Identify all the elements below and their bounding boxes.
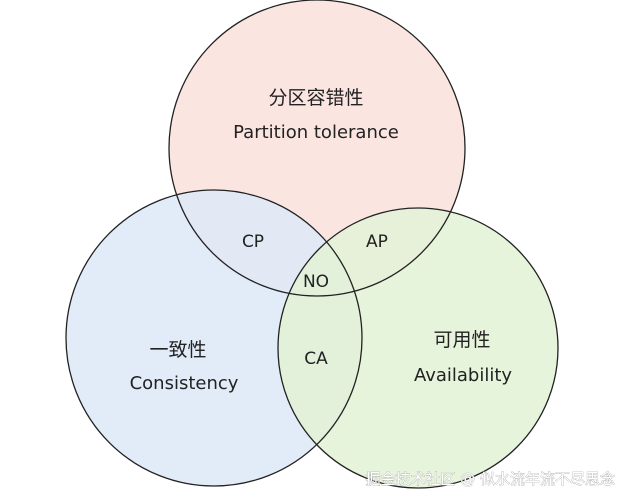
intersection-center-label: NO	[303, 272, 329, 292]
circle-availability-outline	[277, 207, 559, 489]
partition-label-zh: 分区容错性	[268, 87, 363, 109]
availability-label-en: Availability	[414, 365, 512, 386]
circle-consistency	[66, 190, 362, 486]
watermark-text: 掘金技术社区 @ 似水流年流不尽思念	[365, 470, 615, 488]
circle-availability	[278, 208, 558, 488]
consistency-label-zh: 一致性	[149, 339, 206, 361]
consistency-label-en: Consistency	[130, 373, 239, 394]
circle-consistency-outline	[65, 189, 363, 487]
partition-label-en: Partition tolerance	[233, 122, 399, 143]
availability-label-zh: 可用性	[433, 329, 490, 351]
intersection-ca-label: CA	[304, 349, 328, 369]
intersection-cp-label: CP	[242, 232, 264, 252]
intersection-ap-label: AP	[366, 232, 388, 252]
circle-partition-outline	[168, 0, 466, 297]
